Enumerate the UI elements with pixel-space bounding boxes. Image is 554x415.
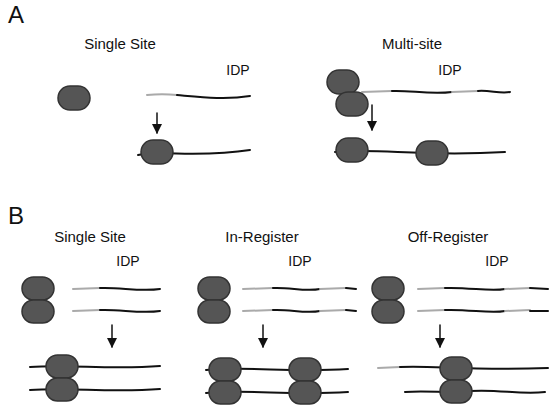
idp-chain: [346, 288, 356, 289]
idp-chain: [100, 288, 160, 290]
protein-domain: [46, 355, 78, 378]
binding-site: [243, 310, 273, 311]
binding-site: [505, 288, 530, 289]
binding-site: [418, 310, 445, 311]
protein-domain: [336, 138, 368, 162]
protein-domain: [372, 277, 404, 300]
binding-site: [320, 288, 346, 289]
reaction-arrow: [156, 113, 158, 133]
protein-domain: [209, 358, 241, 381]
panel-title: Single Site: [84, 36, 156, 53]
idp-chain: [177, 95, 250, 98]
panel-letter: A: [8, 2, 24, 28]
idp-label: IDP: [288, 254, 311, 269]
binding-site: [320, 310, 346, 311]
protein-domain: [440, 380, 472, 403]
idp-label: IDP: [438, 63, 461, 78]
idp-label: IDP: [485, 254, 508, 269]
idp-chain: [478, 91, 510, 93]
idp-label: IDP: [226, 63, 249, 78]
binding-site: [73, 288, 100, 289]
idp-chain: [445, 288, 505, 290]
protein-domain: [22, 300, 54, 323]
binding-site: [505, 310, 530, 311]
idp-chain: [530, 310, 548, 312]
idp-chain: [100, 310, 160, 312]
protein-domain: [416, 141, 448, 165]
protein-domain: [141, 140, 173, 164]
protein-domain: [198, 300, 230, 323]
panel-title: Off-Register: [408, 229, 489, 246]
protein-domain: [327, 70, 359, 94]
protein-domain: [209, 381, 241, 404]
reaction-arrow: [439, 325, 441, 347]
binding-site: [73, 310, 100, 311]
binding-site: [378, 367, 400, 368]
protein-domain: [46, 378, 78, 401]
reaction-arrow: [262, 325, 264, 347]
idp-chain: [400, 367, 548, 369]
protein-domain: [198, 277, 230, 300]
panel-title: Multi-site: [382, 36, 442, 53]
idp-chain: [530, 288, 548, 289]
panel-title: Single Site: [54, 229, 126, 246]
idp-chain: [346, 310, 356, 311]
reaction-arrow: [371, 105, 373, 130]
idp-chain: [392, 91, 452, 93]
panel-letter: B: [8, 203, 24, 229]
protein-domain: [372, 300, 404, 323]
idp-chain: [445, 310, 505, 312]
protein-domain: [336, 92, 368, 116]
reaction-arrow: [111, 325, 113, 347]
binding-site: [147, 93, 177, 96]
idp-chain: [470, 391, 545, 393]
protein-domain: [58, 86, 90, 110]
binding-site: [418, 288, 445, 289]
binding-site: [243, 288, 273, 289]
protein-domain: [22, 277, 54, 300]
protein-domain: [289, 381, 321, 404]
binding-site: [362, 91, 392, 92]
idp-label: IDP: [116, 254, 139, 269]
panel-title: In-Register: [225, 229, 298, 246]
protein-domain: [440, 357, 472, 380]
idp-chain: [273, 310, 320, 312]
idp-chain: [273, 288, 320, 290]
protein-domain: [289, 358, 321, 381]
binding-site: [452, 91, 478, 92]
